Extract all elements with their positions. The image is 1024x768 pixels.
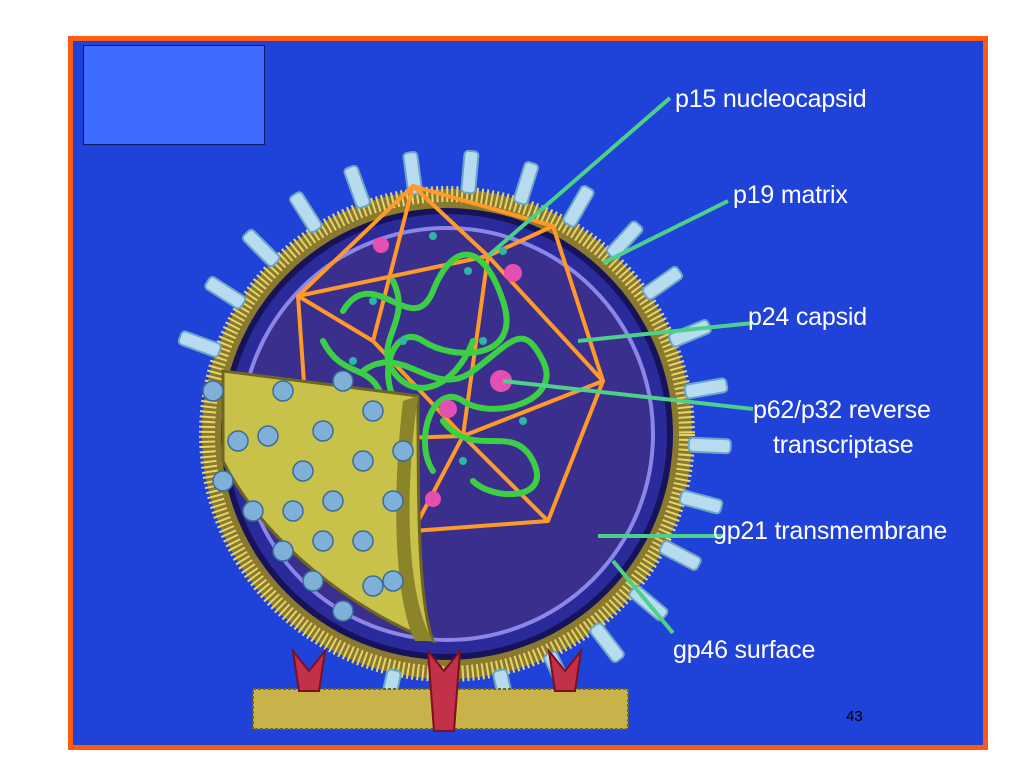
cutaway-knob xyxy=(203,381,223,401)
surface-spike xyxy=(461,150,479,193)
cutaway-knob xyxy=(293,461,313,481)
surface-spike xyxy=(641,265,683,301)
label-p19-matrix: p19 matrix xyxy=(733,181,848,209)
cutaway-knob xyxy=(333,601,353,621)
label-gp21-transmembrane: gp21 transmembrane xyxy=(713,517,947,545)
label-gp46-surface: gp46 surface xyxy=(673,636,815,664)
cutaway-knob xyxy=(353,531,373,551)
cutaway-knob xyxy=(323,491,343,511)
cutaway-knob xyxy=(313,421,333,441)
surface-spike xyxy=(684,378,728,399)
label-p15-nucleocapsid: p15 nucleocapsid xyxy=(675,85,866,113)
cutaway-knob xyxy=(258,426,278,446)
cutaway-knob xyxy=(283,501,303,521)
slide-frame: p15 nucleocapsid p19 matrix p24 capsid p… xyxy=(68,36,988,750)
surface-spike xyxy=(562,185,595,228)
surface-spike xyxy=(204,276,247,310)
cutaway-knob xyxy=(228,431,248,451)
surface-spike xyxy=(668,319,712,348)
cutaway-knob xyxy=(383,491,403,511)
cutaway-knob xyxy=(313,531,333,551)
surface-spike xyxy=(513,161,539,205)
cutaway-knob xyxy=(363,401,383,421)
cutaway-knob xyxy=(393,441,413,461)
cutaway-knob xyxy=(273,541,293,561)
diagram-panel: p15 nucleocapsid p19 matrix p24 capsid p… xyxy=(73,41,983,745)
page-number: 43 xyxy=(846,708,863,725)
cutaway-knob xyxy=(243,501,263,521)
cutaway-knob xyxy=(363,576,383,596)
surface-spike xyxy=(343,165,371,209)
surface-spike xyxy=(589,622,626,664)
cutaway-knob xyxy=(333,371,353,391)
surface-spike xyxy=(679,490,723,514)
cutaway-knob xyxy=(213,471,233,491)
surface-spike xyxy=(241,228,281,268)
label-p24-capsid: p24 capsid xyxy=(748,303,867,331)
label-transcriptase: transcriptase xyxy=(773,431,914,459)
surface-spike xyxy=(658,540,702,572)
surface-spike xyxy=(289,191,323,234)
cutaway-knob xyxy=(383,571,403,591)
label-p62-reverse: p62/p32 reverse xyxy=(753,396,931,424)
cutaway-knob xyxy=(273,381,293,401)
virus-illustration xyxy=(73,41,983,745)
surface-spike xyxy=(688,438,731,454)
surface-spike xyxy=(178,330,222,358)
cutaway-knob xyxy=(353,451,373,471)
cutaway-knob xyxy=(303,571,323,591)
